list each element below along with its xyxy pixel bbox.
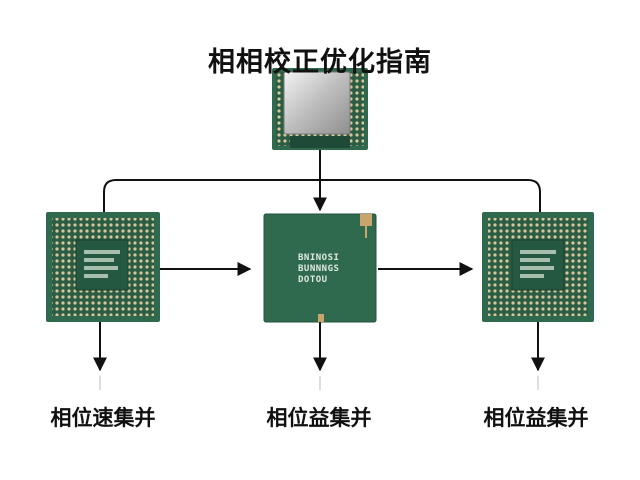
center-chip — [263, 213, 377, 323]
center-chip-line-2: BUNNNGS — [298, 264, 340, 274]
center-chip-label: BNINOSI BUNNNGS DOTOU — [298, 253, 339, 286]
processor-chip-icon — [283, 71, 351, 135]
connector-lines — [93, 150, 545, 390]
top-processor-chip — [272, 68, 368, 150]
label-center: 相位益集并 — [266, 406, 372, 430]
center-chip-line-3: DOTOU — [298, 275, 328, 285]
label-left: 相位速集并 — [50, 406, 156, 430]
left-socket-chip — [46, 212, 160, 322]
label-right: 相位益集并 — [483, 406, 589, 430]
diagram-title: 相相校正优化指南 — [208, 47, 432, 78]
right-socket-chip — [482, 212, 594, 322]
center-chip-line-1: BNINOSI — [298, 253, 340, 263]
branch-line-horizontal — [103, 179, 541, 212]
